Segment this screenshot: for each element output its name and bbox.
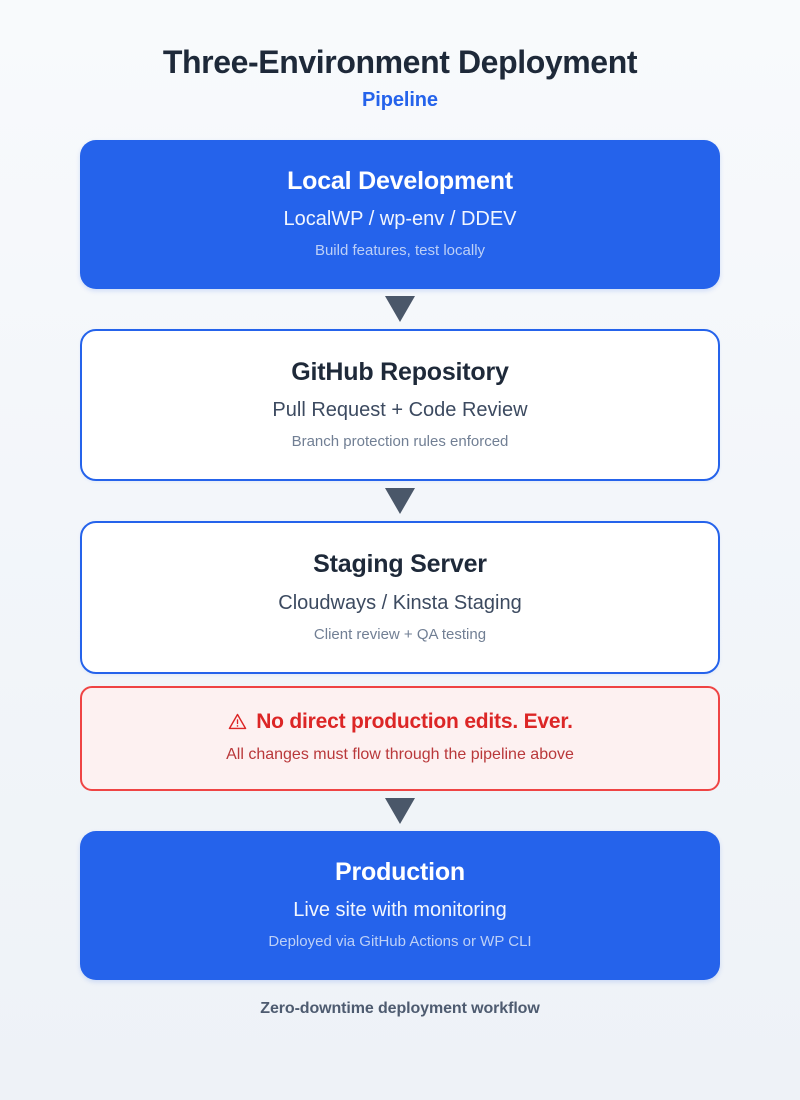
diagram-header: Three-Environment Deployment Pipeline (80, 44, 720, 112)
node-subtitle: Live site with monitoring (293, 899, 507, 922)
warning-triangle-icon (227, 712, 247, 732)
pipeline-node-github-repository: GitHub Repository Pull Request + Code Re… (80, 328, 720, 482)
page-title: Three-Environment Deployment (162, 44, 638, 80)
node-subtitle: Cloudways / Kinsta Staging (278, 591, 522, 614)
warning-detail: All changes must flow through the pipeli… (226, 746, 574, 764)
node-title: Production (335, 857, 465, 886)
node-detail: Deployed via GitHub Actions or WP CLI (268, 933, 532, 951)
node-detail: Client review + QA testing (313, 625, 487, 643)
warning-callout: No direct production edits. Ever. All ch… (80, 686, 720, 791)
pipeline-node-staging-server: Staging Server Cloudways / Kinsta Stagin… (80, 521, 720, 674)
node-title: Staging Server (313, 550, 487, 579)
pipeline-flow: Local Development LocalWP / wp-env / DDE… (80, 139, 720, 980)
node-detail: Build features, test locally (314, 242, 486, 259)
pipeline-node-local-development: Local Development LocalWP / wp-env / DDE… (80, 139, 720, 289)
warning-heading-text: No direct production edits. Ever. (256, 710, 573, 733)
arrow-down-triangle-icon (383, 791, 417, 831)
node-title: Local Development (287, 166, 513, 195)
node-subtitle: LocalWP / wp-env / DDEV (283, 208, 517, 230)
arrow-down-triangle-icon (383, 481, 417, 521)
pipeline-node-production: Production Live site with monitoring Dep… (80, 830, 720, 980)
footer-caption: Zero-downtime deployment workflow (260, 999, 540, 1017)
arrow-down-triangle-icon (383, 289, 417, 329)
warning-heading: No direct production edits. Ever. (106, 709, 694, 734)
page-subtitle: Pipeline (362, 88, 438, 111)
node-subtitle: Pull Request + Code Review (272, 398, 528, 421)
node-detail: Branch protection rules enforced (291, 432, 509, 450)
node-title: GitHub Repository (291, 357, 509, 386)
